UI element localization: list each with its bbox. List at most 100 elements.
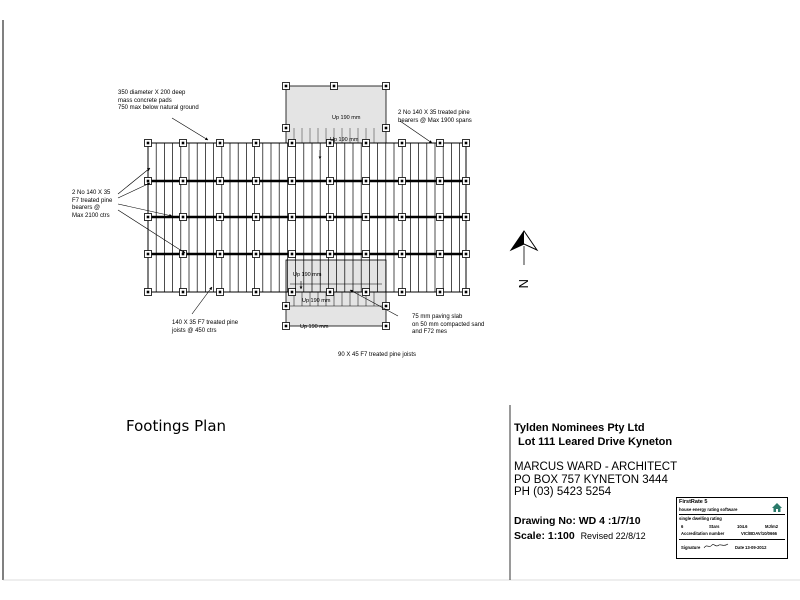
concrete-pad [436,288,444,296]
concrete-pad [216,213,224,221]
concrete-pad [144,139,152,147]
firstrate-stars-value: 6 [681,524,684,529]
concrete-pad [462,177,470,185]
concrete-pad [282,82,290,90]
concrete-pad [144,250,152,258]
concrete-pad [398,213,406,221]
firstrate-date-label: Date [735,545,745,550]
concrete-pad [436,177,444,185]
concrete-pad [179,213,187,221]
firstrate-stars-label: Stars [709,524,720,529]
drawing-info: Drawing No: WD 4 :1/7/10 Scale: 1:100 Re… [514,514,646,544]
concrete-pad [252,213,260,221]
concrete-pad [252,139,260,147]
architect-po-box: PO BOX 757 KYNETON 3444 [514,473,668,486]
firstrate-subtitle: house energy rating software [679,507,738,512]
concrete-pad [382,124,390,132]
concrete-pad [216,288,224,296]
drawing-number: Drawing No: WD 4 :1/7/10 [514,515,641,527]
concrete-pad [179,139,187,147]
concrete-pads [144,82,470,330]
concrete-pad [382,322,390,330]
concrete-pad [326,177,334,185]
concrete-pad [398,177,406,185]
concrete-pad [326,288,334,296]
concrete-pad [288,213,296,221]
concrete-pad [398,250,406,258]
firstrate-rating-label: single dwelling rating [679,516,722,521]
bearers [148,179,466,256]
concrete-pad [326,213,334,221]
paving-area-bottom [285,259,387,327]
entry-deck-top [285,85,387,144]
concrete-pad [288,139,296,147]
client-block: Tylden Nominees Pty Ltd Lot 111 Leared D… [514,421,672,449]
concrete-pad [288,250,296,258]
concrete-pad [144,288,152,296]
concrete-pad [436,139,444,147]
concrete-pad [216,177,224,185]
concrete-pad [179,177,187,185]
concrete-pad [436,250,444,258]
level-top-1: Up 190 mm [332,115,361,121]
firstrate-energy-unit: MJ/m2 [765,524,779,529]
drawing-scale: Scale: 1:100 [514,530,575,542]
firstrate-title: FirstRate 5 [679,499,708,505]
client-name: Tylden Nominees Pty Ltd [514,422,645,434]
note-joists: 140 X 35 F7 treated pine joists @ 450 ct… [172,320,239,334]
concrete-pad [144,213,152,221]
firstrate-date-value: 13-09-2012 [745,545,767,550]
concrete-pad [462,250,470,258]
architect-phone: PH (03) 5423 5254 [514,486,612,498]
firstrate-signature [703,542,729,550]
concrete-pad [288,288,296,296]
site-address: Lot 111 Leared Drive Kyneton [518,436,673,448]
note-paving: 75 mm paving slab on 50 mm compacted san… [412,314,485,335]
concrete-pad [252,288,260,296]
concrete-pad [252,250,260,258]
concrete-pad [362,177,370,185]
level-bottom-1: Up 190 mm [293,272,322,278]
concrete-pad [362,250,370,258]
north-label: N [516,279,531,288]
note-bearers-right: 2 No 140 X 35 treated pine bearers @ Max… [398,110,472,124]
drawing-revised: Revised 22/8/12 [580,531,646,541]
plan-title: Footings Plan [126,417,227,435]
concrete-pad [462,213,470,221]
north-arrow [509,230,539,265]
concrete-pad [362,288,370,296]
concrete-pad [436,213,444,221]
concrete-pad [282,322,290,330]
concrete-pad [282,302,290,310]
concrete-pad [398,288,406,296]
concrete-pad [252,177,260,185]
architect-block: MARCUS WARD - ARCHITECT PO BOX 757 KYNET… [514,461,677,499]
concrete-pad [398,139,406,147]
firstrate-accreditation-value: VIC/BDAV/10/0666 [741,531,777,536]
concrete-pad [326,139,334,147]
concrete-pad [330,82,338,90]
firstrate-energy-value: 104.6 [737,524,748,529]
concrete-pad [282,124,290,132]
firstrate-signature-label: Signature [681,545,701,550]
concrete-pad [462,288,470,296]
concrete-pad [144,177,152,185]
concrete-pad [382,82,390,90]
firstrate-stamp: FirstRate 5 house energy rating software… [676,497,788,559]
note-small-joists: 90 X 45 F7 treated pine joists [338,352,417,358]
level-bottom-2: Up 190 mm [302,298,331,304]
firstrate-accreditation-label: Accreditation number [681,531,725,536]
concrete-pad [362,213,370,221]
note-bearers-left: 2 No 140 X 35 F7 treated pine bearers @ … [72,190,113,219]
firstrate-logo-icon [770,501,784,513]
concrete-pad [179,288,187,296]
concrete-pad [216,139,224,147]
level-top-2: Up 190 mm [330,137,359,143]
concrete-pad [288,177,296,185]
concrete-pad [462,139,470,147]
architect-name: MARCUS WARD - ARCHITECT [514,461,678,473]
concrete-pad [362,139,370,147]
note-pads: 350 diameter X 200 deep mass concrete pa… [118,90,199,111]
concrete-pad [326,250,334,258]
